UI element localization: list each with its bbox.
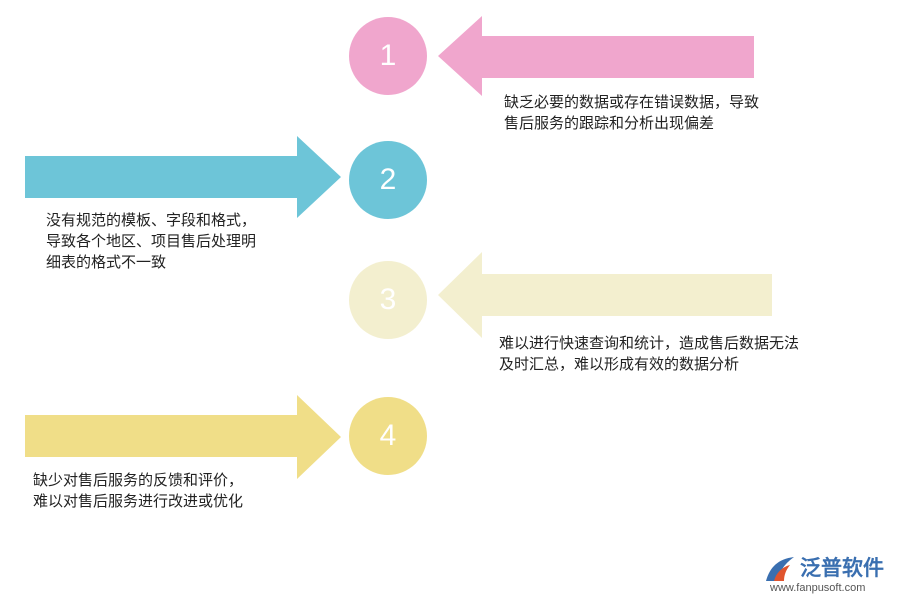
step-3-line-2: 及时汇总，难以形成有效的数据分析	[499, 355, 740, 373]
step-4-line-1: 缺少对售后服务的反馈和评价，	[33, 471, 244, 489]
logo-name: 泛普软件	[800, 556, 884, 580]
step-1-arrow-shape	[438, 16, 754, 96]
step-2-line-1: 没有规范的模板、字段和格式，	[46, 211, 257, 229]
step-2-number: 2	[379, 163, 397, 196]
step-1-arrow	[438, 16, 754, 96]
step-1-number: 1	[379, 39, 397, 72]
step-4-circle: 4	[349, 397, 427, 475]
step-2-arrow	[25, 136, 341, 218]
step-3-line-1: 难以进行快速查询和统计，造成售后数据无法	[499, 334, 800, 352]
step-3-description: 难以进行快速查询和统计，造成售后数据无法 及时汇总，难以形成有效的数据分析	[499, 333, 799, 375]
step-2-arrow-shape	[25, 136, 341, 218]
step-3-arrow-shape	[438, 252, 772, 338]
step-4-number: 4	[379, 419, 397, 452]
step-2-line-2: 导致各个地区、项目售后处理明	[46, 232, 257, 250]
step-4-description: 缺少对售后服务的反馈和评价， 难以对售后服务进行改进或优化	[33, 470, 243, 512]
step-4-arrow-shape	[25, 395, 341, 479]
step-2-circle: 2	[349, 141, 427, 219]
step-2-description: 没有规范的模板、字段和格式， 导致各个地区、项目售后处理明 细表的格式不一致	[46, 210, 256, 273]
step-4-line-2: 难以对售后服务进行改进或优化	[33, 492, 244, 510]
step-3-arrow	[438, 252, 772, 338]
fanpu-logo: 泛普软件 www.fanpusoft.com	[764, 552, 894, 598]
logo-mark-icon	[766, 557, 794, 581]
step-1-line-1: 缺乏必要的数据或存在错误数据，导致	[504, 93, 760, 111]
logo-url: www.fanpusoft.com	[770, 582, 866, 594]
step-2-line-3: 细表的格式不一致	[46, 253, 167, 271]
step-3-number: 3	[379, 283, 397, 316]
step-4-arrow	[25, 395, 341, 479]
step-1-circle: 1	[349, 17, 427, 95]
step-3-circle: 3	[349, 261, 427, 339]
step-1-line-2: 售后服务的跟踪和分析出现偏差	[504, 114, 715, 132]
step-1-description: 缺乏必要的数据或存在错误数据，导致 售后服务的跟踪和分析出现偏差	[504, 92, 759, 134]
